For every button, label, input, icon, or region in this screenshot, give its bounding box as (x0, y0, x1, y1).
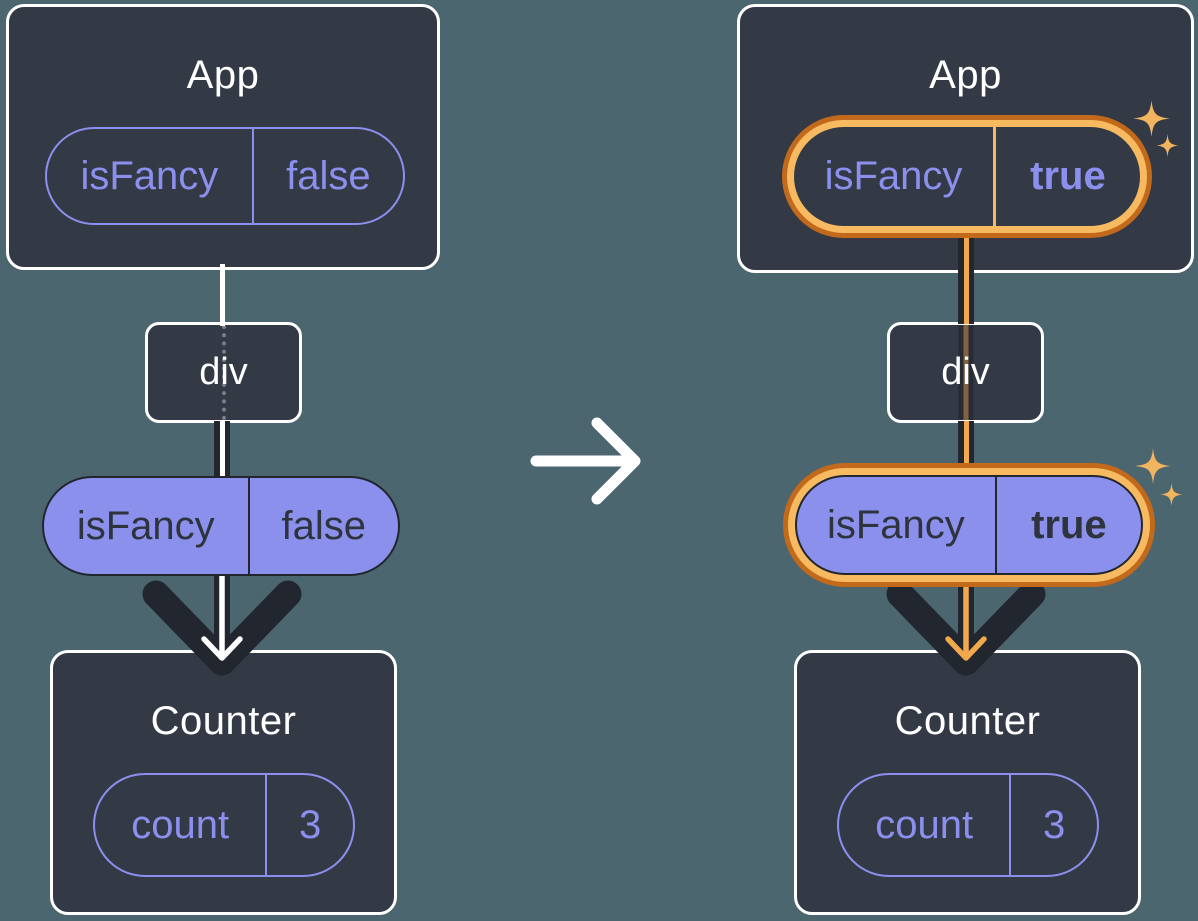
sparkle-icon (1160, 483, 1183, 506)
div-label: div (199, 351, 248, 393)
passed-prop-pill: isFancy false (42, 476, 400, 576)
pass-through-line (221, 325, 226, 420)
counter-component-card: Counter count 3 (794, 650, 1141, 915)
transition-right-arrow-icon (530, 417, 641, 505)
state-value-cell: 3 (265, 775, 353, 875)
prop-value-cell: false (247, 478, 398, 574)
div-element-card: div (887, 322, 1044, 423)
state-pill: count 3 (837, 773, 1099, 877)
div-to-pill-connector-core (219, 421, 225, 480)
prop-name-cell: isFancy (76, 503, 215, 548)
app-to-div-connector (219, 264, 225, 326)
component-title: App (186, 53, 260, 97)
highlight-ring: isFancy true (782, 115, 1152, 238)
component-title: Counter (894, 699, 1041, 743)
counter-component-card: Counter count 3 (50, 650, 397, 915)
highlight-ring: isFancy true (783, 463, 1155, 587)
component-title: Counter (150, 699, 297, 743)
component-title: App (929, 53, 1002, 97)
sparkle-icon (1133, 100, 1170, 137)
prop-pill: isFancy false (45, 127, 405, 225)
prop-name-cell: isFancy (80, 153, 219, 198)
div-to-pill-connector-core (963, 421, 969, 467)
sparkle-icon (1156, 134, 1179, 157)
state-value-cell: 3 (1009, 775, 1097, 875)
state-pill: count 3 (93, 773, 355, 877)
prop-value-cell: false (251, 129, 403, 223)
div-element-card: div (145, 322, 302, 423)
prop-value-cell: true (994, 477, 1141, 573)
prop-pill: isFancy true (794, 127, 1140, 226)
passed-prop-pill: isFancy true (795, 475, 1143, 575)
app-to-div-connector-core (963, 232, 969, 324)
prop-name-cell: isFancy (824, 154, 963, 198)
div-label: div (941, 351, 990, 393)
pass-through-line (958, 325, 973, 420)
app-component-card: App isFancy false (6, 4, 440, 270)
state-name-cell: count (875, 802, 974, 847)
flow-down-arrow-icon (142, 570, 302, 676)
prop-value-cell: true (992, 127, 1140, 226)
prop-name-cell: isFancy (826, 502, 965, 547)
state-name-cell: count (131, 802, 230, 847)
sparkle-icon (1135, 448, 1171, 484)
